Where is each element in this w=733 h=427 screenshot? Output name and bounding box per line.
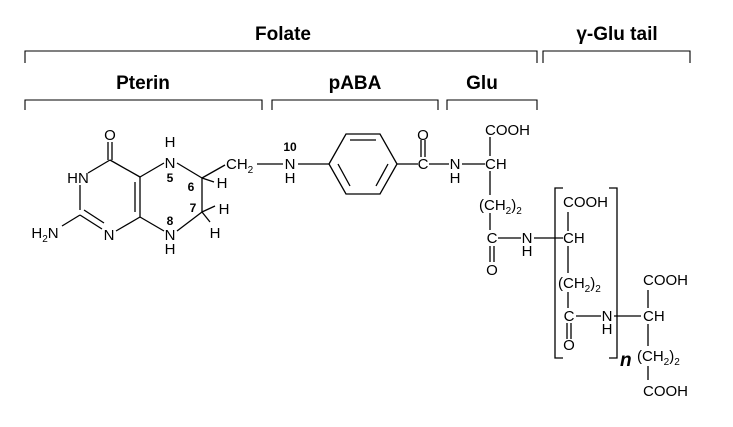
atom-cooh-glu: COOH: [485, 122, 530, 139]
locant-numbers: 5 6 7 8 10: [167, 140, 297, 228]
atom-cooh-terminal-bottom: COOH: [643, 383, 688, 400]
atom-ch-repeat: CH: [563, 230, 585, 247]
atom-h7b: H: [210, 225, 221, 242]
atom-c-glu: C: [487, 230, 498, 247]
atom-h6: H: [217, 175, 228, 192]
bracket-glu: [446, 99, 538, 110]
locant-7: 7: [190, 201, 197, 215]
atom-h-amide: H: [450, 170, 461, 187]
atom-ch2-2-repeat: (CH2)2: [558, 275, 601, 295]
atom-n1: N: [104, 227, 115, 244]
bracket-paba: [271, 99, 439, 110]
atom-o-amide: O: [417, 127, 429, 144]
atom-n-repeat: N: [602, 308, 613, 325]
atom-n8: N: [165, 227, 176, 244]
bonds: [61, 133, 649, 380]
atom-n5: N: [165, 155, 176, 172]
header-gamma-glu-tail: γ-Glu tail: [576, 24, 657, 45]
atom-c-amide: C: [418, 156, 429, 173]
atom-ch-glu: CH: [485, 156, 507, 173]
repeat-bracket-left: [554, 187, 563, 359]
atom-o-carbonyl: O: [104, 127, 116, 144]
locant-10: 10: [283, 140, 297, 154]
locant-5: 5: [167, 171, 174, 185]
header-glu: Glu: [466, 73, 498, 94]
atom-n-amide: N: [450, 156, 461, 173]
bracket-folate: [24, 50, 538, 63]
repeat-bracket-right: [609, 187, 618, 359]
bracket-gamma-glu-tail: [542, 50, 691, 63]
repeat-count-n: n: [620, 350, 632, 371]
atom-c-repeat: C: [564, 308, 575, 325]
atom-h7a: H: [219, 201, 230, 218]
header-pterin: Pterin: [116, 73, 170, 94]
atom-h5: H: [165, 134, 176, 151]
atom-cooh-terminal-top: COOH: [643, 272, 688, 289]
header-paba: pABA: [329, 73, 382, 94]
atom-ch2-2-terminal: (CH2)2: [637, 348, 680, 368]
atom-n10: N: [285, 156, 296, 173]
locant-8: 8: [167, 214, 174, 228]
atom-h8: H: [165, 241, 176, 258]
atom-h-repeat: H: [602, 321, 613, 338]
atom-h-glu: H: [522, 243, 533, 260]
atom-labels: O HN H2N N H N N H H H H CH2 N H O C N H…: [31, 122, 688, 400]
header-folate: Folate: [255, 24, 311, 45]
atom-cooh-repeat: COOH: [563, 194, 608, 211]
atom-hn3: HN: [67, 170, 89, 187]
atom-ch-terminal: CH: [643, 308, 665, 325]
atom-o-glu: O: [486, 262, 498, 279]
atom-o-repeat: O: [563, 337, 575, 354]
atom-ch2-bridge: CH2: [226, 156, 254, 176]
atom-n-glu: N: [522, 230, 533, 247]
locant-6: 6: [188, 180, 195, 194]
atom-h10: H: [285, 170, 296, 187]
atom-ch2-2-glu: (CH2)2: [479, 197, 522, 217]
bracket-pterin: [24, 99, 263, 110]
atom-h2n: H2N: [31, 225, 58, 245]
